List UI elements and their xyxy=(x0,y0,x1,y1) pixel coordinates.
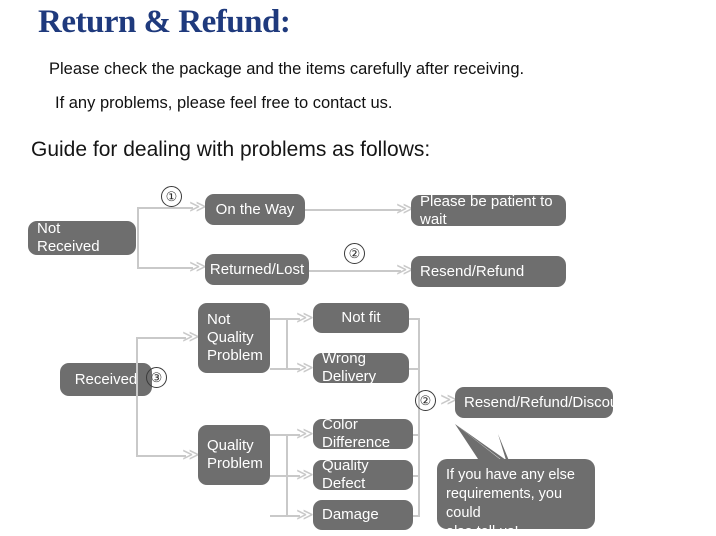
connector-not-quality-to-wrong-delivery xyxy=(270,368,300,370)
node-resend-refund: Resend/Refund xyxy=(411,256,566,287)
arrow-to-not-quality-problem: ≫ xyxy=(182,327,200,347)
step-number-three: ③ xyxy=(146,367,167,388)
step-number-one: ① xyxy=(161,186,182,207)
arrow-to-resend-refund: ≫ xyxy=(396,260,414,280)
node-please-be-patient-to-wait: Please be patient to wait xyxy=(411,193,566,228)
node-quality-defect: Quality Defect xyxy=(313,457,413,492)
arrow-to-not-fit: ≫ xyxy=(296,308,314,328)
node-on-the-way: On the Way xyxy=(205,194,305,225)
step-number-two-top: ② xyxy=(344,243,365,264)
arrow-to-resend-refund-discount: ≫ xyxy=(440,390,458,410)
connector-quality-to-quality-defect xyxy=(270,475,300,477)
node-damage: Damage xyxy=(313,500,413,530)
connector-not-quality-split xyxy=(286,318,288,368)
node-quality-problem: Quality Problem xyxy=(198,425,270,485)
arrow-to-returned-lost: ≫ xyxy=(189,257,207,277)
node-wrong-delivery: Wrong Delivery xyxy=(313,350,409,385)
page-title: Return & Refund: xyxy=(38,4,291,40)
connector-not-received-trunk xyxy=(137,207,139,269)
connector-not-received-to-on-the-way xyxy=(137,207,193,209)
arrow-to-quality-problem: ≫ xyxy=(182,445,200,465)
intro-line-1: Please check the package and the items c… xyxy=(49,60,525,78)
connector-received-trunk xyxy=(136,337,138,455)
arrow-to-damage: ≫ xyxy=(296,505,314,525)
guide-heading: Guide for dealing with problems as follo… xyxy=(31,138,431,161)
connector-not-received-to-returned-lost xyxy=(137,267,193,269)
connector-not-quality-to-not-fit xyxy=(270,318,300,320)
connector-stub-color-difference xyxy=(413,434,420,436)
node-resend-refund-discount: Resend/Refund/Discount xyxy=(455,387,631,418)
connector-returned-lost-to-resend xyxy=(309,270,401,272)
callout-bubble: If you have any else requirements, you c… xyxy=(437,459,595,536)
node-not-quality-problem: Not Quality Problem xyxy=(198,303,270,373)
connector-received-to-not-quality xyxy=(136,337,186,339)
arrow-to-wrong-delivery: ≫ xyxy=(296,358,314,378)
connector-quality-split xyxy=(286,434,288,515)
connector-on-the-way-to-wait xyxy=(305,209,401,211)
connector-received-to-quality xyxy=(136,455,186,457)
step-number-two-bottom: ② xyxy=(415,390,436,411)
intro-line-2: If any problems, please feel free to con… xyxy=(55,94,393,112)
arrow-to-color-difference: ≫ xyxy=(296,424,314,444)
connector-quality-to-color-difference xyxy=(270,434,300,436)
connector-collector-bus xyxy=(418,318,420,515)
connector-stub-quality-defect xyxy=(413,475,420,477)
node-received: Received xyxy=(60,363,152,396)
connector-stub-damage xyxy=(413,515,420,517)
arrow-to-quality-defect: ≫ xyxy=(296,465,314,485)
arrow-to-please-wait: ≫ xyxy=(396,199,414,219)
connector-stub-not-fit xyxy=(409,318,420,320)
node-not-fit: Not fit xyxy=(313,303,409,333)
arrow-to-on-the-way: ≫ xyxy=(189,197,207,217)
node-color-difference: Color Difference xyxy=(313,416,413,451)
node-not-received: Not Received xyxy=(28,220,136,255)
connector-stub-wrong-delivery xyxy=(409,368,420,370)
callout-pointer-icon xyxy=(455,424,512,468)
node-returned-lost: Returned/Lost xyxy=(205,254,309,285)
connector-quality-to-damage xyxy=(270,515,300,517)
